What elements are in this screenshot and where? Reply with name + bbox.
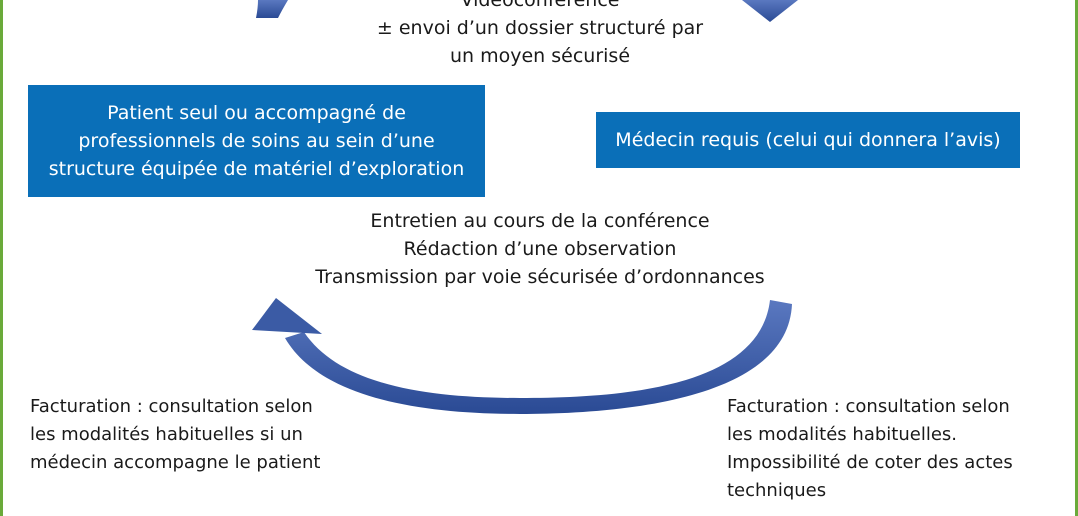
patient-box-line2: professionnels de soins au sein d’une xyxy=(78,130,435,152)
middle-text-line1: Entretien au cours de la conférence xyxy=(370,210,710,232)
billing-right-line4: techniques xyxy=(727,480,827,501)
billing-right-line1: Facturation : consultation selon xyxy=(727,396,1010,417)
billing-left-line1: Facturation : consultation selon xyxy=(30,396,313,417)
top-text-line2: ± envoi d’un dossier structuré par xyxy=(376,17,704,39)
middle-text-line2: Rédaction d’une observation xyxy=(403,238,677,260)
middle-text-line3: Transmission par voie sécurisée d’ordonn… xyxy=(315,266,765,288)
doctor-box-label: Médecin requis (celui qui donnera l’avis… xyxy=(615,129,1001,151)
top-text-block: Vidéoconférence ± envoi d’un dossier str… xyxy=(300,0,780,70)
top-right-arrow-head xyxy=(742,0,798,22)
top-text-line1: Vidéoconférence xyxy=(460,0,620,11)
patient-box-line3: structure équipée de matériel d’explorat… xyxy=(48,158,465,180)
billing-left-line2: les modalités habituelles si un xyxy=(30,424,303,445)
bottom-curved-arrow xyxy=(285,300,792,414)
billing-left-line3: médecin accompagne le patient xyxy=(30,452,321,473)
top-left-arrow-tail xyxy=(256,0,288,18)
top-text-line3: un moyen sécurisé xyxy=(449,45,631,67)
patient-box: Patient seul ou accompagné de profession… xyxy=(28,85,485,197)
bottom-arrow-head xyxy=(252,298,322,334)
patient-box-line1: Patient seul ou accompagné de xyxy=(107,102,406,124)
frame-right-border xyxy=(1075,0,1078,516)
billing-right-note: Facturation : consultation selon les mod… xyxy=(727,393,1013,505)
billing-right-line3: Impossibilité de coter des actes xyxy=(727,452,1013,473)
doctor-box: Médecin requis (celui qui donnera l’avis… xyxy=(596,112,1020,168)
frame-left-border xyxy=(0,0,3,516)
billing-left-note: Facturation : consultation selon les mod… xyxy=(30,393,320,477)
billing-right-line2: les modalités habituelles. xyxy=(727,424,957,445)
middle-text-block: Entretien au cours de la conférence Réda… xyxy=(280,207,800,291)
